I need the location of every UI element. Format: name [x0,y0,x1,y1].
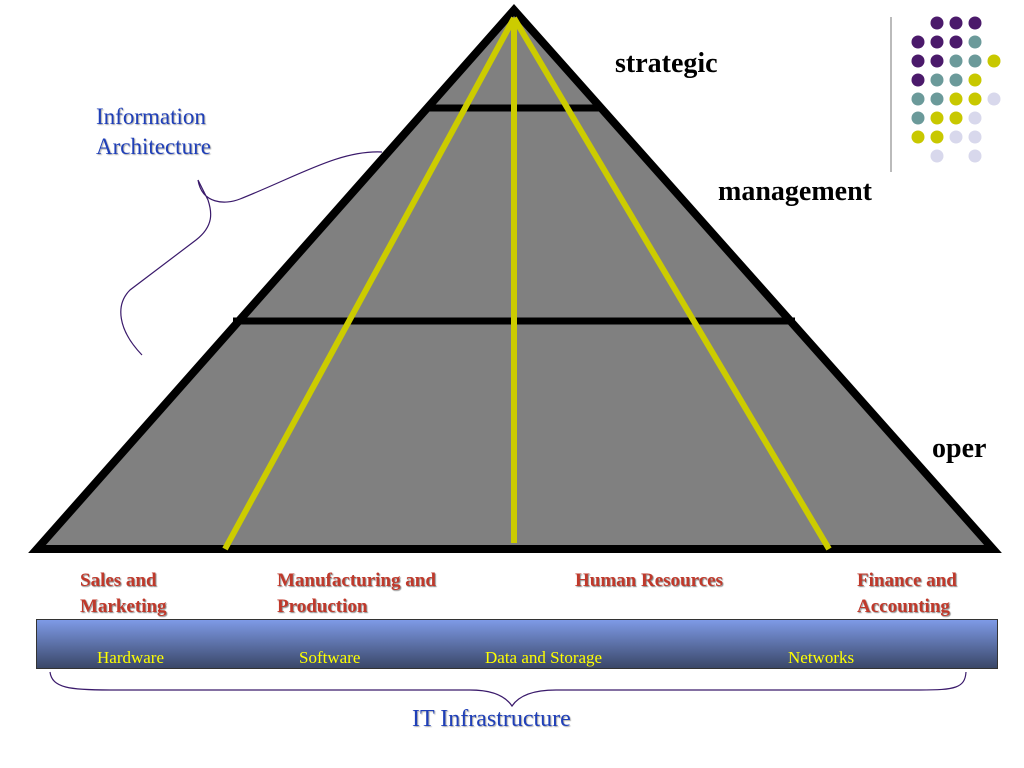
decor-dot [911,73,925,87]
decor-dot [930,54,944,68]
decor-dot [930,92,944,106]
functional-line-left [222,16,517,551]
decor-dot [968,16,982,30]
information-architecture-label: Information Architecture [96,102,211,162]
department-line: Human Resources [575,570,723,591]
architecture-line-2: Architecture [96,134,211,159]
architecture-line-1: Information [96,104,206,129]
decor-dot [968,111,982,125]
decor-dot [911,130,925,144]
infra-item-software: Software [299,648,361,667]
decor-dot [911,111,925,125]
decor-dot [930,111,944,125]
architecture-brace [120,151,383,356]
infrastructure-brace [49,671,967,708]
decor-dot [968,149,982,163]
decor-dot [930,35,944,49]
decorative-dot-grid [911,16,1001,163]
decor-dot [968,35,982,49]
department-manufacturing-production: Manufacturing and Production [277,568,436,620]
decor-dot [949,130,963,144]
decor-dot [987,92,1001,106]
functional-line-right [511,16,832,551]
decor-dot [949,92,963,106]
department-line: Sales and [80,570,157,591]
level-operational: oper [932,433,987,464]
infra-item-hardware: Hardware [97,648,165,667]
decor-dot [949,54,963,68]
decor-dot [930,149,944,163]
it-infrastructure-title: IT Infrastructure [412,706,571,732]
level-strategic: strategic [615,48,718,79]
decor-dot [968,130,982,144]
decor-dot [930,130,944,144]
decor-dot [911,92,925,106]
decor-dot [968,92,982,106]
department-finance-accounting: Finance and Accounting [857,568,957,620]
decor-dot [949,16,963,30]
department-line: Marketing [80,596,167,617]
decor-dot [930,16,944,30]
infrastructure-bar [36,619,998,669]
department-sales-marketing: Sales and Marketing [80,568,167,620]
decor-dot [911,54,925,68]
infra-item-data-storage: Data and Storage [485,648,603,667]
decor-dot [930,73,944,87]
level-management: management [718,176,872,207]
department-line: Manufacturing and [277,570,436,591]
decor-dot [949,73,963,87]
department-line: Production [277,596,368,617]
decor-dot [949,35,963,49]
decor-dot [968,54,982,68]
department-line: Accounting [857,596,950,617]
department-line: Finance and [857,570,957,591]
department-human-resources: Human Resources [575,568,723,594]
decor-dot [911,35,925,49]
decor-dot [968,73,982,87]
decor-dot [949,111,963,125]
infra-item-networks: Networks [788,648,855,667]
decor-dot [987,54,1001,68]
